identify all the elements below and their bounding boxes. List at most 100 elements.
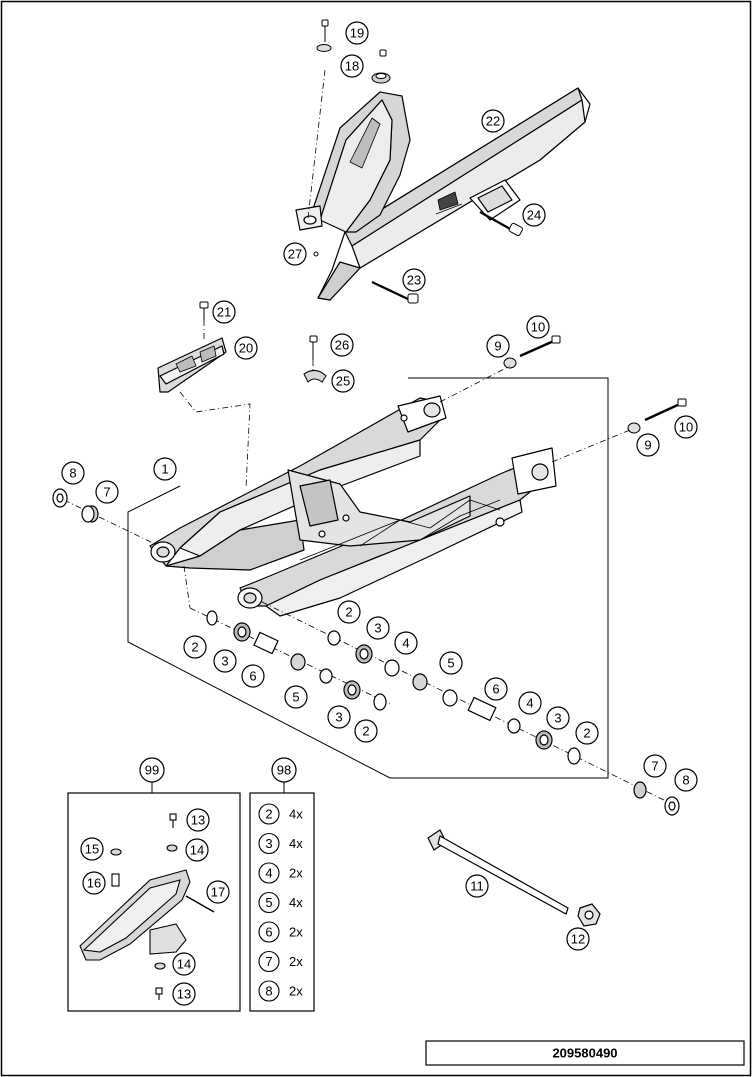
callout-circle (337, 600, 361, 624)
kit-98-row-part: 4 (265, 866, 272, 881)
group-outline (127, 377, 609, 779)
callout-circle (394, 631, 418, 655)
washer-8-left-part (52, 488, 68, 508)
callout-circle (439, 651, 463, 675)
pivot-bolt-11-part (427, 829, 569, 915)
kit-98-row-circle (258, 950, 280, 973)
leader-line (183, 565, 191, 609)
callout-c4a: 4 (402, 636, 409, 651)
bolt-24-part (479, 211, 523, 237)
callout-c26: 26 (335, 338, 349, 353)
kit-98-row-circle (258, 862, 280, 884)
callout-c4b: 4 (526, 696, 533, 711)
callout-circle (330, 333, 354, 357)
callout-circle (172, 952, 196, 976)
callout-c3b: 3 (335, 710, 342, 725)
callout-c27: 27 (288, 247, 302, 262)
bolt-23-part (371, 281, 419, 304)
callout-circle (139, 757, 165, 783)
callout-circle (61, 461, 85, 485)
leader-line (179, 391, 251, 489)
callout-c1: 1 (161, 462, 168, 477)
callout-c2a: 2 (191, 640, 198, 655)
screw-27-part (313, 251, 319, 257)
swingarm-part (149, 395, 557, 617)
callout-c8b: 8 (682, 773, 689, 788)
callout-c18: 18 (345, 59, 359, 74)
kit-99-number: 99 (145, 763, 159, 778)
callout-circle (284, 685, 308, 709)
callout-c9a: 9 (494, 339, 501, 354)
drawing-number: 209580490 (552, 1046, 617, 1061)
nut-12-part (577, 903, 601, 927)
callout-circle (486, 334, 510, 358)
callout-circle (522, 203, 546, 227)
kit-98-row-part: 5 (265, 895, 272, 910)
kit-98-row-qty: 4x (289, 807, 303, 822)
callout-circle (484, 677, 508, 701)
callout-c6a: 6 (249, 669, 256, 684)
callout-circle (566, 927, 590, 951)
callout-circle (481, 109, 505, 133)
callout-circle (186, 808, 210, 832)
callout-circle (80, 837, 104, 861)
chain-guide-20-part (157, 337, 227, 393)
kit-98-row-qty: 2x (289, 954, 303, 969)
callout-circle (185, 838, 209, 862)
callout-c3d: 3 (554, 711, 561, 726)
kit-98-row-part: 2 (265, 807, 272, 822)
kit-98-row-qty: 2x (289, 866, 303, 881)
callout-circle (172, 982, 196, 1006)
callout-c15: 15 (85, 842, 99, 857)
kit-98-row-circle (258, 921, 280, 943)
callout-c25: 25 (336, 374, 350, 389)
adjuster-lower-part (627, 398, 687, 434)
kit-98-row-qty: 2x (289, 925, 303, 940)
kit-98-row-circle (258, 832, 280, 855)
callout-c7b: 7 (651, 759, 658, 774)
callout-c17: 17 (211, 885, 225, 900)
callout-c5b: 5 (447, 656, 454, 671)
leader-line (63, 499, 156, 545)
kit-98-row-circle (258, 980, 280, 1002)
callout-c5a: 5 (292, 690, 299, 705)
callout-c22: 22 (486, 114, 500, 129)
callout-circle (331, 369, 355, 393)
callout-circle (241, 664, 265, 688)
callout-c23: 23 (407, 273, 421, 288)
callout-circle (283, 242, 307, 266)
right-bearing-stack (327, 630, 680, 816)
kit-98-row-part: 8 (265, 984, 272, 999)
callout-circle (206, 880, 230, 904)
bush-7-left-part (81, 505, 99, 523)
kit-98-row-qty: 4x (289, 895, 303, 910)
callout-c2d: 2 (583, 726, 590, 741)
callout-circle (345, 21, 369, 45)
callout-circle (340, 54, 364, 78)
rear-fender-part (295, 91, 411, 233)
callout-c11: 11 (470, 879, 484, 894)
adjuster-upper-part (503, 335, 561, 369)
kit-98-row-part: 7 (265, 954, 272, 969)
callout-circle (518, 691, 542, 715)
callout-circle (465, 874, 489, 898)
callout-c10a: 10 (531, 320, 545, 335)
callout-circle (183, 635, 207, 659)
kit-98-row-circle (258, 891, 280, 914)
screw-19-part (316, 19, 332, 52)
callout-circle (366, 616, 390, 640)
kit-98-number: 98 (277, 763, 291, 778)
callout-circle (327, 705, 351, 729)
callout-c12: 12 (571, 932, 585, 947)
callout-c20: 20 (239, 341, 253, 356)
callout-c6b: 6 (492, 682, 499, 697)
callout-c2b: 2 (362, 724, 369, 739)
kit-98-row-part: 3 (265, 836, 272, 851)
callout-c3c: 3 (374, 621, 381, 636)
callout-circle (546, 706, 570, 730)
callout-c14a: 14 (190, 843, 204, 858)
callout-circle (95, 480, 119, 504)
